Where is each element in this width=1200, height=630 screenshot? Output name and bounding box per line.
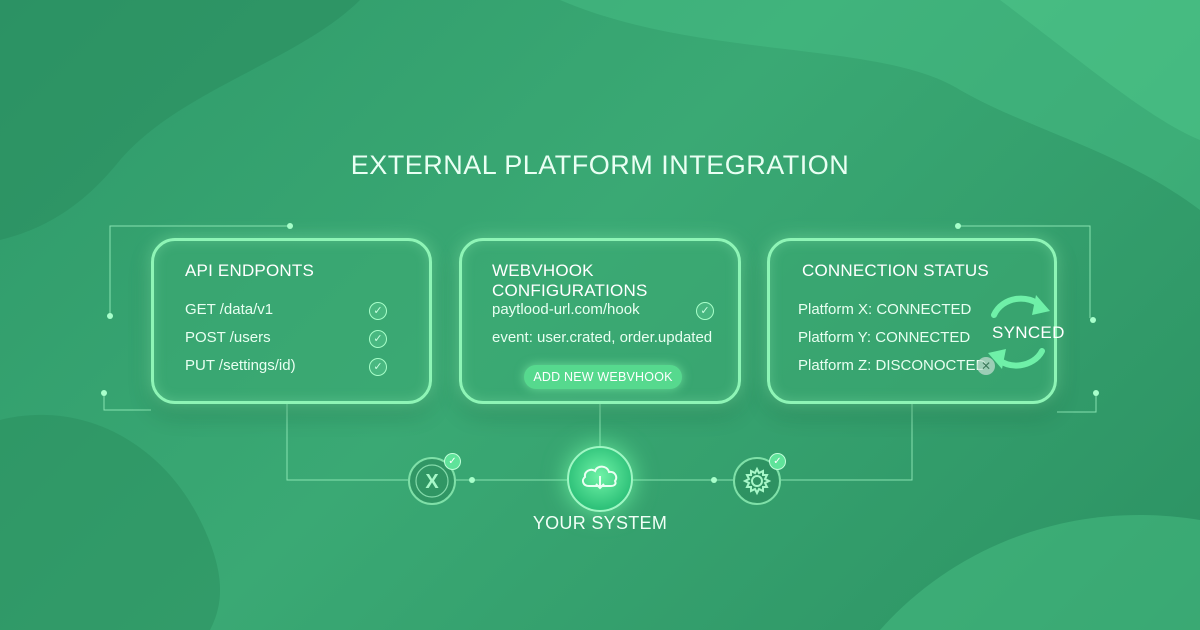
- check-circle-icon: ✓: [696, 302, 714, 320]
- api-endpoints-card: API ENDPONTS GET /data/v1 ✓ POST /users …: [151, 238, 432, 404]
- check-badge-icon: ✓: [444, 453, 461, 470]
- svg-text:X: X: [425, 471, 439, 493]
- your-system-label: YOUR SYSTEM: [532, 513, 668, 533]
- api-card-title: API ENDPONTS: [185, 261, 314, 280]
- check-circle-icon: ✓: [369, 358, 387, 376]
- webhook-card-title: WEBVHOOK CONFIGURATIONS: [492, 261, 648, 300]
- check-badge-icon: ✓: [769, 453, 786, 470]
- gear-icon: [742, 466, 772, 496]
- endpoint-get: GET /data/v1: [185, 301, 274, 318]
- check-circle-icon: ✓: [369, 330, 387, 348]
- webhook-events: event: user.crated, order.updated: [492, 329, 713, 346]
- x-circle-icon: ✕: [977, 357, 995, 375]
- settings-node: ✓: [733, 453, 786, 505]
- connection-status-card: CONNECTION STATUS Platform X: CONNECTED …: [767, 238, 1064, 404]
- external-platform-node: X ✓: [408, 453, 461, 505]
- synced-label: SYNCED: [992, 323, 1065, 342]
- platform-z-status: Platform Z: DISCONOCTED: [798, 357, 987, 374]
- check-circle-icon: ✓: [369, 302, 387, 320]
- webhook-config-card: WEBVHOOK CONFIGURATIONS paytlood-url.com…: [459, 238, 741, 404]
- add-webhook-button[interactable]: ADD NEW WEBVHOOK: [524, 365, 682, 389]
- endpoint-post: POST /users: [185, 329, 271, 346]
- webhook-url: paytlood-url.com/hook: [492, 301, 640, 318]
- x-logo-icon: X: [415, 464, 449, 498]
- platform-y-status: Platform Y: CONNECTED: [798, 329, 971, 346]
- page-title: EXTERNAL PLATFORM INTEGRATION: [350, 150, 850, 180]
- sync-arrows-icon: [988, 295, 1050, 369]
- endpoint-put: PUT /settings/id): [185, 357, 296, 374]
- status-card-title: CONNECTION STATUS: [802, 261, 989, 280]
- platform-x-status: Platform X: CONNECTED: [798, 301, 972, 318]
- your-system-hub: [567, 446, 633, 512]
- cloud-download-icon: [581, 465, 618, 490]
